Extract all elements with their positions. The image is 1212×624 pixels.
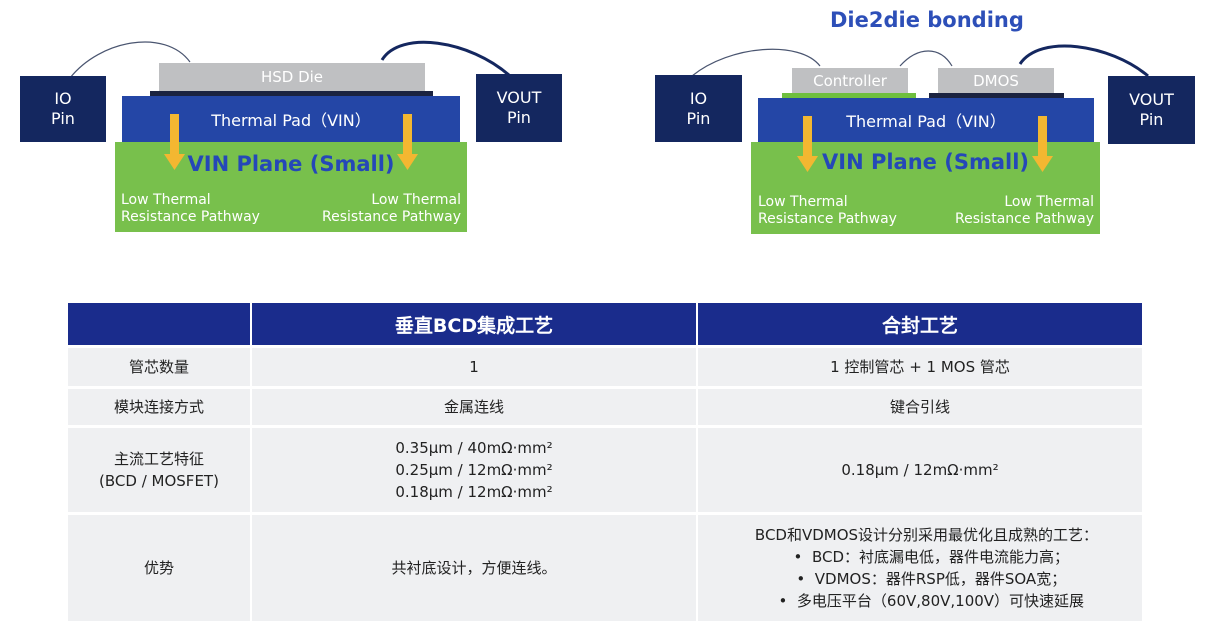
list-item: • BCD：衬底漏电低，器件电流能力高； [712, 546, 1141, 568]
right-vin-plane-title: VIN Plane (Small) [822, 150, 1029, 174]
right-io-bond-wire [691, 48, 821, 77]
left-vin-plane-title: VIN Plane (Small) [187, 152, 395, 176]
table-row: 优势 共衬底设计，方便连线。 BCD和VDMOS设计分别采用最优化且成熟的工艺：… [68, 515, 1142, 621]
bullet-icon: • [778, 592, 788, 610]
list-item-text: VDMOS：器件RSP低，器件SOA宽； [814, 570, 1067, 588]
table-row: 主流工艺特征 (BCD / MOSFET) 0.35μm / 40mΩ·mm² … [68, 428, 1142, 512]
header-copackage: 合封工艺 [698, 303, 1142, 345]
table-header-row: 垂直BCD集成工艺 合封工艺 [68, 303, 1142, 345]
header-vertical-bcd: 垂直BCD集成工艺 [252, 303, 698, 345]
bcd-cell: 金属连线 [252, 389, 698, 425]
left-pathway-label-left: Low Thermal Resistance Pathway [121, 192, 260, 225]
bcd-cell: 1 [252, 348, 698, 386]
list-item-text: 多电压平台（60V,80V,100V）可快速延展 [796, 592, 1085, 610]
row-label: 主流工艺特征 (BCD / MOSFET) [68, 428, 252, 512]
table-row: 管芯数量 1 1 控制管芯 + 1 MOS 管芯 [68, 348, 1142, 386]
header-blank [68, 303, 252, 345]
right-pathway-label-right: Low Thermal Resistance Pathway [955, 194, 1094, 227]
left-bond-wires [69, 40, 512, 79]
list-item: • 多电压平台（60V,80V,100V）可快速延展 [712, 590, 1141, 612]
right-dmos-attach [929, 93, 1064, 98]
right-heat-arrow-left [797, 116, 818, 172]
left-heat-arrows [164, 114, 418, 170]
right-dmos-die: DMOS [938, 68, 1054, 93]
bullet-icon: • [793, 548, 803, 566]
advantages-list: • BCD：衬底漏电低，器件电流能力高； • VDMOS：器件RSP低，器件SOA宽… [712, 546, 1141, 612]
right-diagram-heading: Die2die bonding [830, 8, 1024, 32]
copack-cell: 0.18μm / 12mΩ·mm² [698, 428, 1142, 512]
row-label: 模块连接方式 [68, 389, 252, 425]
right-pathway-label-left: Low Thermal Resistance Pathway [758, 194, 897, 227]
list-item-text: BCD：衬底漏电低，器件电流能力高； [811, 548, 1070, 566]
left-heat-arrow-left [164, 114, 185, 170]
right-vout-bond-wire [1018, 44, 1149, 78]
left-io-pin: IO Pin [20, 76, 106, 142]
process-comparison-table: 垂直BCD集成工艺 合封工艺 管芯数量 1 1 控制管芯 + 1 MOS 管芯 … [68, 300, 1142, 624]
bullet-icon: • [796, 570, 806, 588]
left-hsd-die: HSD Die [159, 63, 425, 91]
right-bond-wires [691, 44, 1149, 78]
bcd-cell: 共衬底设计，方便连线。 [252, 515, 698, 621]
left-pathway-label-right: Low Thermal Resistance Pathway [322, 192, 461, 225]
left-vout-pin: VOUT Pin [476, 74, 562, 142]
copack-cell: 键合引线 [698, 389, 1142, 425]
copack-advantages-cell: BCD和VDMOS设计分别采用最优化且成熟的工艺： • BCD：衬底漏电低，器件电… [698, 515, 1142, 621]
bcd-cell: 0.35μm / 40mΩ·mm² 0.25μm / 12mΩ·mm² 0.18… [252, 428, 698, 512]
row-label: 管芯数量 [68, 348, 252, 386]
right-heat-arrow-right [1032, 116, 1053, 172]
left-heat-arrow-right [397, 114, 418, 170]
right-controller-die: Controller [792, 68, 908, 93]
left-io-bond-wire [69, 41, 191, 79]
list-item: • VDMOS：器件RSP低，器件SOA宽； [712, 568, 1141, 590]
right-d2d-bond-wire [899, 50, 953, 67]
right-io-pin: IO Pin [655, 75, 742, 142]
advantages-title: BCD和VDMOS设计分别采用最优化且成熟的工艺： [754, 526, 1099, 544]
left-die-attach [150, 91, 433, 96]
copack-cell: 1 控制管芯 + 1 MOS 管芯 [698, 348, 1142, 386]
left-vout-bond-wire [380, 40, 512, 78]
table-row: 模块连接方式 金属连线 键合引线 [68, 389, 1142, 425]
row-label: 优势 [68, 515, 252, 621]
right-heat-arrows [797, 116, 1053, 172]
right-vout-pin: VOUT Pin [1108, 76, 1195, 144]
right-controller-attach [782, 93, 916, 98]
